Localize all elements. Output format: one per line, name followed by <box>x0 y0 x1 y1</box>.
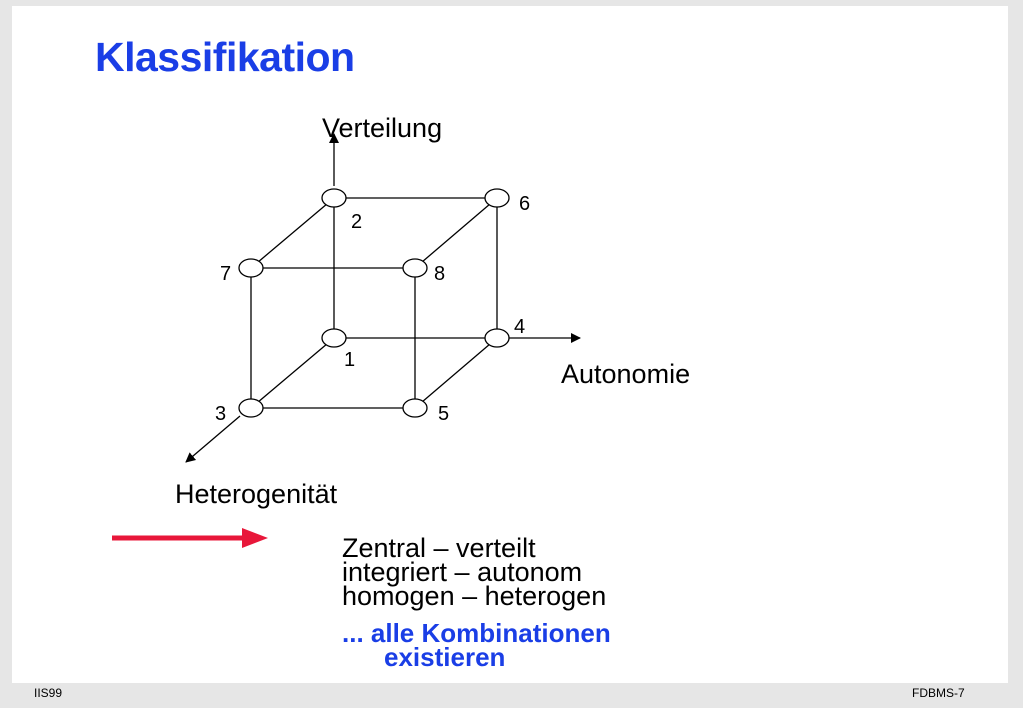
axis-label-heterogenitaet: Heterogenität <box>175 479 338 509</box>
axes <box>185 133 581 463</box>
axis-label-autonomie: Autonomie <box>561 359 690 389</box>
axis-heterogenitaet <box>185 415 241 463</box>
implication-line-1: Zentral – verteilt <box>342 533 536 563</box>
node-4 <box>484 328 510 348</box>
node-1 <box>321 328 347 348</box>
node-2 <box>321 188 347 208</box>
implication-line-2: integriert – autonom <box>342 557 583 587</box>
node-8 <box>402 258 428 278</box>
cube-nodes <box>238 188 510 418</box>
slide-title: Klassifikation <box>95 34 355 80</box>
slide-background <box>12 6 1008 683</box>
node-label-5: 5 <box>438 403 449 425</box>
node-label-3: 3 <box>215 403 226 425</box>
node-7 <box>238 258 264 278</box>
footer-right: FDBMS-7 <box>912 686 965 700</box>
node-label-1: 1 <box>344 349 355 371</box>
node-label-8: 8 <box>434 263 445 285</box>
node-label-2: 2 <box>351 211 362 233</box>
node-label-6: 6 <box>519 193 530 215</box>
axis-label-verteilung: Verteilung <box>322 113 442 143</box>
node-6 <box>484 188 510 208</box>
node-3 <box>238 398 264 418</box>
node-5 <box>402 398 428 418</box>
node-label-4: 4 <box>514 316 525 338</box>
node-label-7: 7 <box>220 263 231 285</box>
implication-line-3: homogen – heterogen <box>342 581 607 611</box>
conclusion-line-2: existieren <box>384 642 506 672</box>
implication-arrow <box>112 528 268 548</box>
cube-edges <box>250 197 498 409</box>
conclusion-line-1: ... alle Kombinationen <box>342 618 611 648</box>
footer-left: IIS99 <box>34 686 63 700</box>
